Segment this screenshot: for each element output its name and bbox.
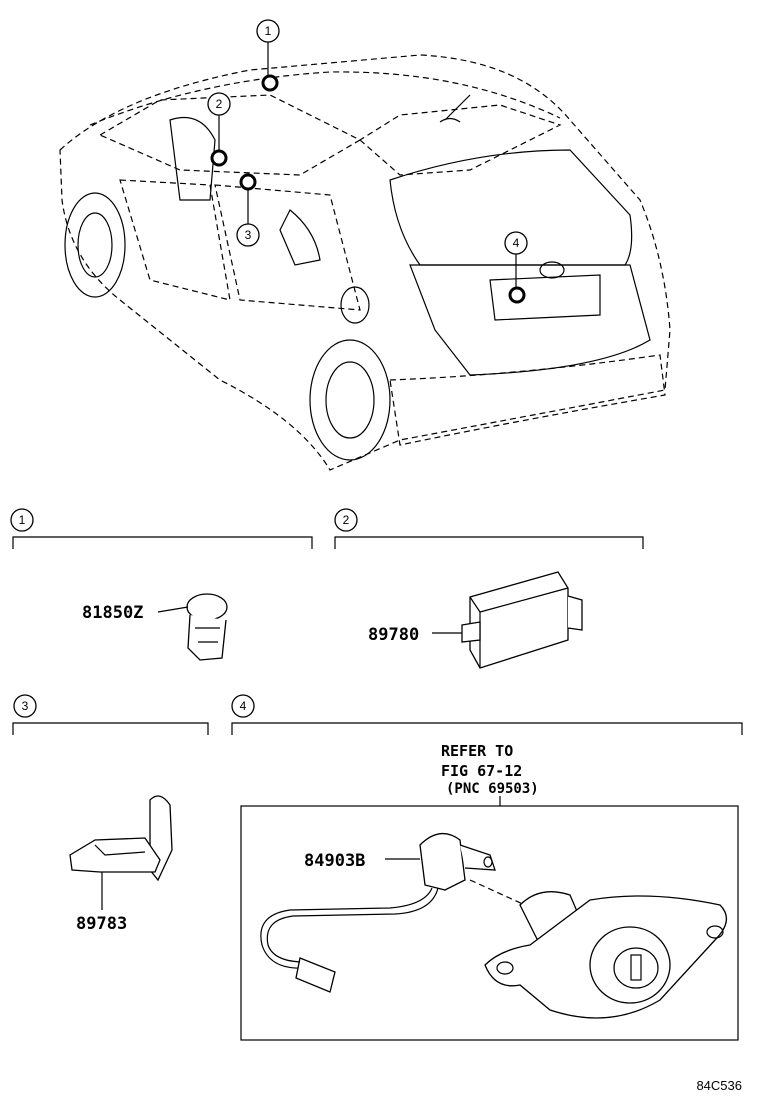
part-number-89780: 89780 (368, 625, 419, 645)
section-2-badge (334, 508, 358, 532)
part-number-89783: 89783 (76, 914, 127, 934)
callout-1: 1 (256, 19, 280, 92)
refer-to-label: REFER TO (441, 742, 513, 760)
detail-box (240, 805, 739, 1041)
callout-3: 3 (236, 173, 260, 247)
section-1: 1 81850Z (10, 508, 313, 661)
svg-text:4: 4 (513, 236, 520, 250)
part-89780-illustration (432, 571, 583, 669)
part-84903b-illustration (260, 833, 727, 1019)
section-3-badge (13, 694, 37, 718)
svg-text:3: 3 (245, 228, 252, 242)
callout-2: 2 (207, 92, 231, 167)
refer-fig-label: FIG 67-12 (441, 762, 522, 780)
part-89783-illustration (69, 795, 173, 910)
section-4-badge (231, 694, 255, 718)
part-number-81850z: 81850Z (82, 603, 143, 623)
section-1-badge (10, 508, 34, 532)
section-3-number: 3 (22, 699, 29, 713)
section-4: 4 REFER TO FIG 67-12 (PNC 69503) (231, 694, 743, 1041)
car-overview-illustration (59, 54, 671, 471)
svg-text:1: 1 (265, 24, 272, 38)
svg-text:2: 2 (216, 97, 223, 111)
callout-4: 4 (504, 231, 528, 304)
diagram-code: 84C536 (696, 1078, 742, 1093)
section-1-number: 1 (19, 513, 26, 527)
section-3: 3 89783 (12, 694, 209, 934)
refer-pnc-label: (PNC 69503) (446, 781, 539, 797)
section-2-number: 2 (343, 513, 350, 527)
part-81850z-illustration (157, 593, 228, 661)
section-2: 2 89780 (334, 508, 644, 669)
section-4-number: 4 (240, 699, 247, 713)
part-number-84903b: 84903B (304, 851, 365, 871)
